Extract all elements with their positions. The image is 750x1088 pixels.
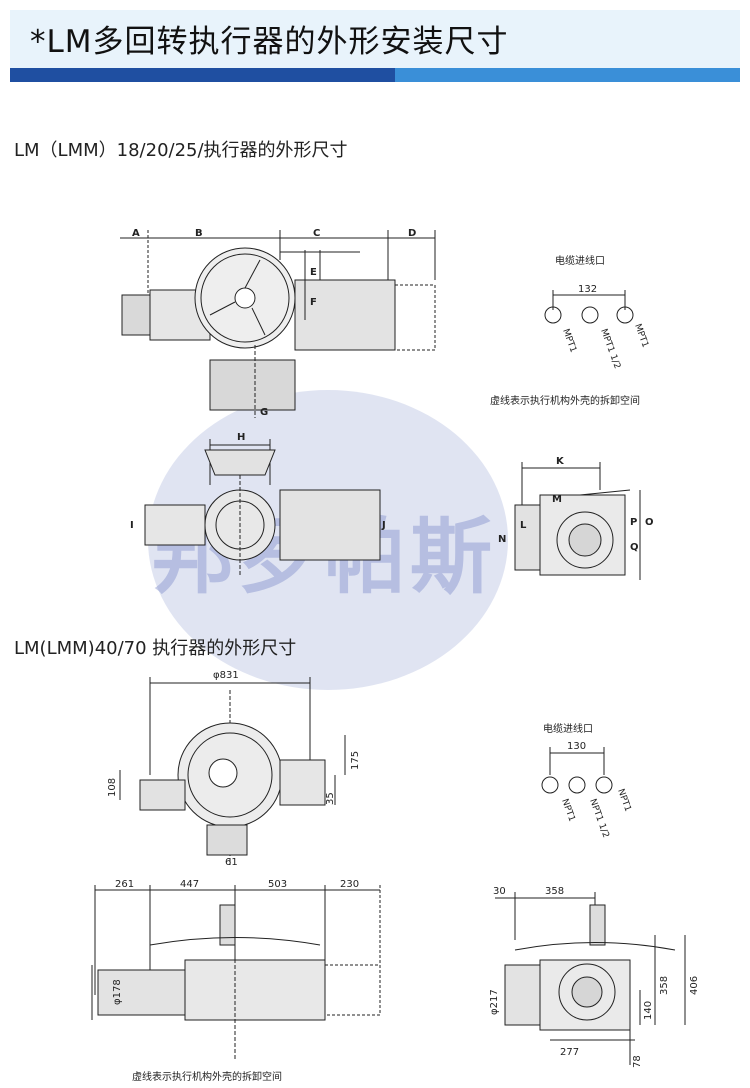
section1-bottom-view-drawing: H I J xyxy=(130,432,386,575)
section2-cable-entry-drawing: 130 NPT1 NPT1 1/2 NPT1 xyxy=(541,741,633,840)
section1-side-view-drawing: K L M N O P Q xyxy=(498,456,654,580)
section2-front-view-drawing: 261 447 503 230 φ178 xyxy=(91,879,381,1060)
dim-label-L: L xyxy=(520,520,527,531)
dim-label-C: C xyxy=(313,228,320,239)
section1-note: 虚线表示执行机构外壳的拆卸空间 xyxy=(490,396,640,407)
cable-port-1a: MPT1 xyxy=(560,328,578,354)
dim-label-A: A xyxy=(132,228,140,239)
dim-label-B: B xyxy=(195,228,203,239)
cable-port-1c: MPT1 xyxy=(632,323,650,349)
section1-cable-entry-drawing: 132 MPT1 MPT1 1/2 MPT1 xyxy=(544,284,650,370)
header-accent-bar-light xyxy=(395,68,740,82)
dim-label-E: E xyxy=(310,267,317,278)
dim-78: 78 xyxy=(632,1055,643,1068)
dim-503: 503 xyxy=(268,879,287,890)
dim-label-N: N xyxy=(498,534,506,545)
dim-140: 140 xyxy=(643,1001,654,1020)
dim-label-K: K xyxy=(556,456,565,467)
section1-front-view-drawing: A B C D E F G xyxy=(120,228,436,418)
dim-label-H: H xyxy=(237,432,245,443)
dim-label-J: J xyxy=(381,520,386,531)
page-header: *LM多回转执行器的外形安装尺寸 xyxy=(0,0,750,88)
dim-label-G: G xyxy=(260,407,268,418)
cable-entry-label-2: 电缆进线口 xyxy=(543,724,593,735)
dim-label-D: D xyxy=(408,228,416,239)
dim-30: 30 xyxy=(493,886,506,897)
cable-spacing-1: 132 xyxy=(578,284,597,295)
dim-230: 230 xyxy=(340,879,359,890)
section2-note: 虚线表示执行机构外壳的拆卸空间 xyxy=(132,1072,282,1083)
dim-label-O: O xyxy=(645,517,654,528)
dim-label-P: P xyxy=(630,517,637,528)
dim-d831: φ831 xyxy=(213,670,239,681)
dim-261: 261 xyxy=(115,879,134,890)
dim-d217: φ217 xyxy=(489,989,500,1015)
dim-175: 175 xyxy=(350,751,361,770)
dim-358-vertical: 358 xyxy=(659,976,670,995)
dim-61: 61 xyxy=(225,857,238,868)
cable-entry-label-1: 电缆进线口 xyxy=(555,256,605,267)
dim-447: 447 xyxy=(180,879,199,890)
cable-port-1b: MPT1 1/2 xyxy=(598,328,622,370)
cable-port-2c: NPT1 xyxy=(615,788,632,813)
dim-406: 406 xyxy=(689,976,700,995)
page-title: *LM多回转执行器的外形安装尺寸 xyxy=(30,24,509,60)
dim-d178: φ178 xyxy=(112,979,123,1005)
cable-port-2b: NPT1 1/2 xyxy=(587,798,610,840)
dim-35: 35 xyxy=(325,792,336,805)
header-background xyxy=(10,10,740,68)
dim-label-M: M xyxy=(552,494,562,505)
header-accent-bar-dark xyxy=(10,68,395,82)
dim-108: 108 xyxy=(107,778,118,797)
section2-title: LM(LMM)40/70 执行器的外形尺寸 xyxy=(14,638,297,659)
section2-side-view-drawing: 30 358 φ217 358 406 140 277 78 xyxy=(489,886,700,1068)
section2-top-view-drawing: φ831 175 108 35 61 xyxy=(107,670,361,868)
section1-title: LM（LMM）18/20/25/执行器的外形尺寸 xyxy=(14,140,348,161)
dim-label-Q: Q xyxy=(630,542,639,553)
dim-358: 358 xyxy=(545,886,564,897)
dim-label-F: F xyxy=(310,297,317,308)
cable-spacing-2: 130 xyxy=(567,741,586,752)
dim-277: 277 xyxy=(560,1047,579,1058)
dim-label-I: I xyxy=(130,520,134,531)
cable-port-2a: NPT1 xyxy=(559,798,576,823)
